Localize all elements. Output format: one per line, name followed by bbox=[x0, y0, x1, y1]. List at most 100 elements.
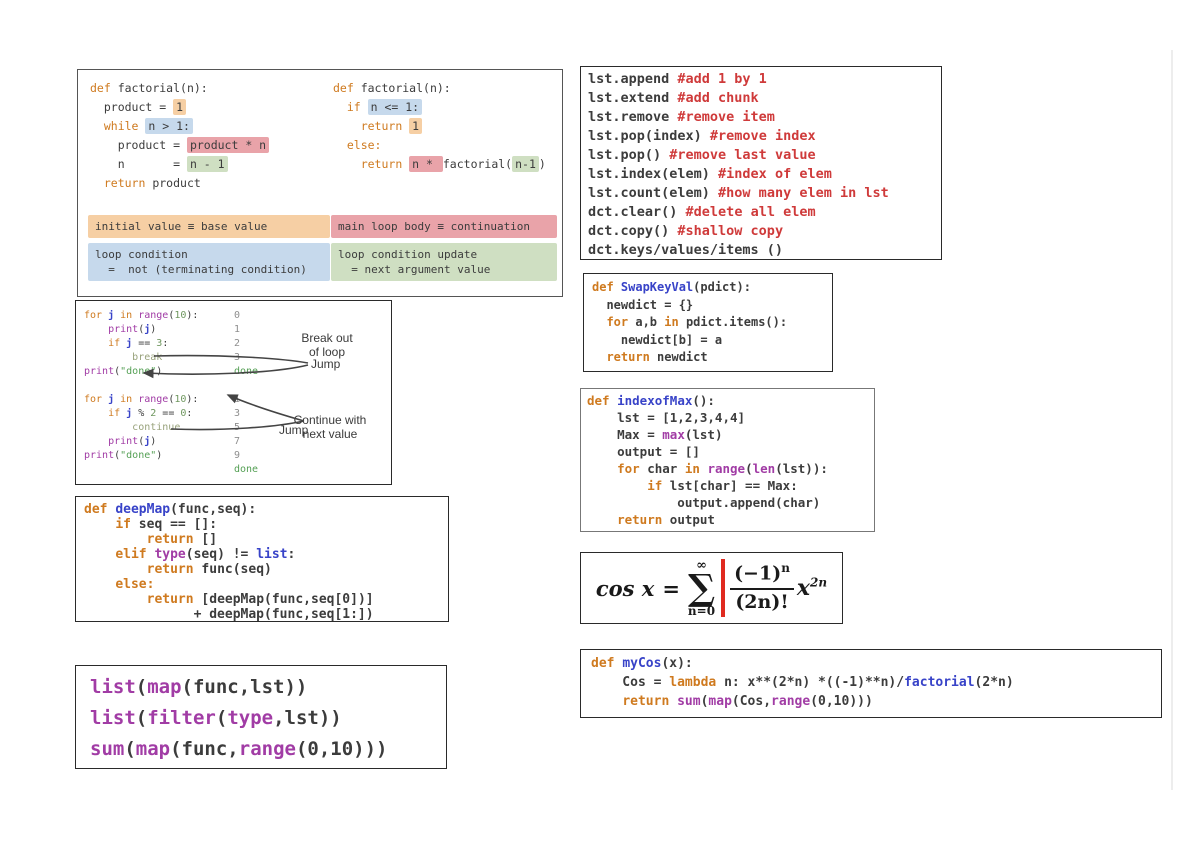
code-segment: factorial bbox=[904, 675, 975, 690]
code-segment: ( bbox=[168, 310, 175, 321]
code-segment: (0,10))) bbox=[810, 694, 873, 709]
code-segment: print bbox=[84, 450, 115, 461]
code-segment: map bbox=[147, 676, 182, 698]
code-line: if n <= 1: bbox=[333, 98, 546, 117]
code-line: + deepMap(func,seq[1:]) bbox=[84, 607, 374, 622]
legend-pill: initial value ≡ base value bbox=[88, 215, 330, 238]
code-segment: #index of elem bbox=[718, 166, 832, 182]
code-segment: n <= 1: bbox=[367, 99, 423, 115]
code-segment: output = [] bbox=[587, 444, 700, 459]
code-segment: j bbox=[108, 310, 121, 321]
code-segment: ,lst)) bbox=[273, 707, 342, 729]
code-line: if j % 2 == 0: bbox=[84, 407, 198, 421]
legend-pill: loop condition = not (terminating condit… bbox=[88, 243, 330, 281]
code-segment bbox=[587, 461, 617, 476]
code-segment: % bbox=[132, 408, 151, 419]
code-segment: lst.pop(index) bbox=[588, 128, 710, 144]
code-segment: return bbox=[146, 532, 202, 547]
code-segment: 9 bbox=[234, 450, 241, 461]
code-segment bbox=[587, 478, 647, 493]
code-segment: output.append(char) bbox=[587, 495, 821, 510]
code-segment bbox=[90, 119, 104, 133]
code-line: lst = [1,2,3,4,4] bbox=[587, 409, 828, 426]
code-segment: return bbox=[622, 694, 678, 709]
code-segment: return bbox=[360, 119, 410, 133]
code-segment: "done" bbox=[120, 366, 157, 377]
code-segment: ( bbox=[138, 324, 145, 335]
code-segment: list bbox=[256, 547, 288, 562]
code-segment: #remove last value bbox=[669, 147, 816, 163]
code-segment: return bbox=[617, 512, 670, 527]
code-line: def myCos(x): bbox=[591, 654, 1014, 673]
code-segment: newdict bbox=[657, 350, 708, 364]
code-segment: 2 bbox=[150, 408, 157, 419]
code-segment: 0 bbox=[234, 310, 241, 321]
code-line: lst.pop() #remove last value bbox=[588, 146, 889, 165]
code-line: 0 bbox=[234, 309, 258, 323]
legend-pill: main loop body ≡ continuation bbox=[331, 215, 557, 238]
code-segment: ( bbox=[138, 436, 145, 447]
break-note: Break out of loop bbox=[301, 331, 353, 359]
code-segment: for bbox=[606, 315, 636, 329]
code-segment: in bbox=[684, 461, 708, 476]
cos-formula-panel: cos x = ∞ ∑ n=0 (−1)n (2n)! x2n bbox=[580, 552, 843, 624]
code-segment: 5 bbox=[234, 422, 241, 433]
code-segment bbox=[84, 547, 115, 562]
code-segment: def bbox=[592, 280, 621, 294]
code-segment: def bbox=[84, 502, 116, 517]
code-line: return [] bbox=[84, 532, 374, 547]
code-segment: product bbox=[152, 176, 201, 190]
code-line: list(map(func,lst)) bbox=[90, 672, 387, 703]
code-segment: (seq) != bbox=[185, 547, 257, 562]
code-segment: char bbox=[647, 461, 685, 476]
code-segment: n = bbox=[90, 157, 187, 171]
code-segment: 2 bbox=[234, 338, 241, 349]
code-segment: sum bbox=[677, 694, 701, 709]
code-segment: #add 1 by 1 bbox=[677, 71, 767, 87]
code-segment bbox=[84, 577, 115, 592]
swapkeyval-code: def SwapKeyVal(pdict): newdict = {} for … bbox=[592, 279, 787, 367]
code-segment: ( bbox=[168, 394, 175, 405]
code-line: print(j) bbox=[84, 435, 198, 449]
code-segment: 1 bbox=[234, 324, 241, 335]
code-segment: range bbox=[138, 310, 169, 321]
code-segment: ) bbox=[150, 324, 157, 335]
code-segment: lst.count(elem) bbox=[588, 185, 719, 201]
code-segment: for bbox=[84, 310, 109, 321]
code-segment: output bbox=[669, 512, 715, 527]
code-segment: for bbox=[84, 394, 109, 405]
code-segment: return bbox=[146, 592, 202, 607]
code-segment: (2*n) bbox=[974, 675, 1014, 690]
code-line: lst.remove #remove item bbox=[588, 108, 889, 127]
jump-label-1: Jump bbox=[311, 357, 341, 371]
code-segment: ) bbox=[156, 366, 163, 377]
code-line: for char in range(len(lst)): bbox=[587, 460, 828, 477]
code-segment: : bbox=[287, 547, 296, 562]
code-line: done bbox=[234, 463, 258, 477]
code-segment bbox=[592, 350, 606, 364]
code-segment: if bbox=[346, 100, 368, 114]
code-segment: sum bbox=[90, 738, 125, 760]
code-segment: #how many elem in lst bbox=[718, 185, 889, 201]
code-segment: return bbox=[360, 157, 410, 171]
code-line: output.append(char) bbox=[587, 494, 828, 511]
code-segment: 1 bbox=[173, 99, 187, 115]
continue-loop-code: for j in range(10): if j % 2 == 0: conti… bbox=[84, 393, 198, 463]
code-segment: j bbox=[126, 408, 133, 419]
factorial-iterative-code: def factorial(n): product = 1 while n > … bbox=[90, 79, 270, 193]
continue-note: Continue with next value bbox=[293, 413, 367, 441]
code-line: for j in range(10): bbox=[84, 393, 198, 407]
code-segment: type bbox=[227, 707, 274, 729]
code-segment: == bbox=[156, 408, 181, 419]
code-segment: lambda bbox=[669, 675, 717, 690]
code-line: sum(map(func,range(0,10))) bbox=[90, 734, 387, 765]
code-segment: if bbox=[115, 517, 139, 532]
code-line: return func(seq) bbox=[84, 562, 374, 577]
jump-label-2: Jump bbox=[279, 423, 309, 437]
code-segment bbox=[592, 315, 606, 329]
code-segment: ( bbox=[135, 707, 148, 729]
code-segment: if bbox=[108, 338, 127, 349]
